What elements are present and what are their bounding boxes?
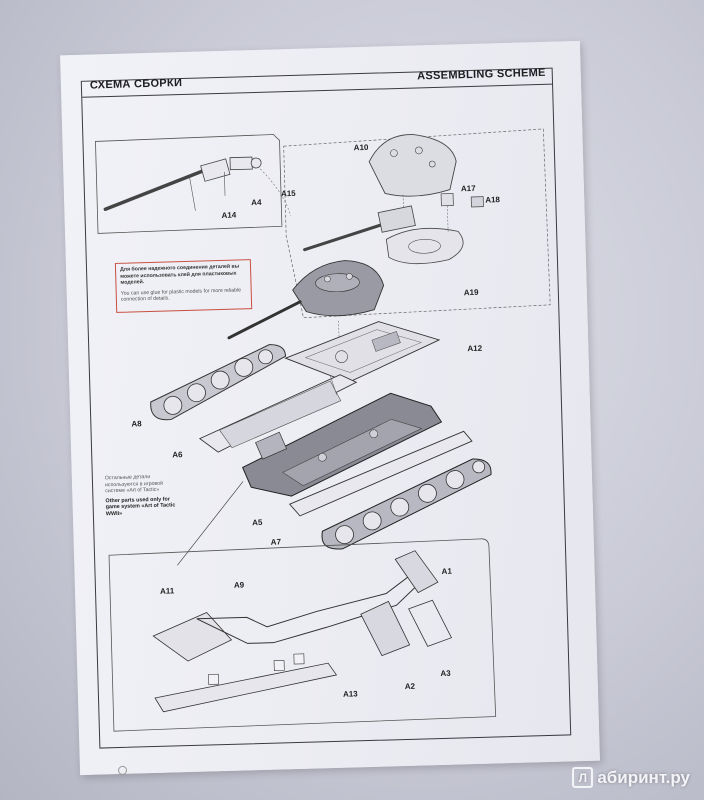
part-label-a2: A2 <box>405 682 416 691</box>
right-track <box>321 458 492 550</box>
part-label-a12: A12 <box>467 344 482 353</box>
site-watermark: Л абиринт.ру <box>572 767 690 788</box>
part-label-a6: A6 <box>172 450 183 459</box>
left-fender <box>198 374 358 453</box>
right-fender <box>288 430 473 517</box>
glue-note-english: You can use glue for plastic models for … <box>120 287 242 304</box>
part-label-a9: A9 <box>234 580 245 589</box>
other-parts-note-english: Other parts used only for game system «A… <box>105 496 176 518</box>
turret-top-part <box>368 134 457 197</box>
part-label-a13: A13 <box>343 689 358 698</box>
labirint-logo-icon: Л <box>572 767 594 788</box>
part-label-a4: A4 <box>251 198 262 207</box>
instruction-sheet: СХЕМА СБОРКИ ASSEMBLING SCHEME <box>60 40 600 776</box>
sprue-box <box>108 538 497 732</box>
part-label-a7: A7 <box>271 537 282 546</box>
page-corner-mark <box>117 765 128 776</box>
step-turret-assembly <box>283 128 551 319</box>
turret-main <box>227 260 385 353</box>
deck-plate <box>284 321 441 383</box>
part-label-a1: A1 <box>441 567 452 576</box>
other-parts-note-russian: Остальные детали используются в игровой … <box>104 474 164 495</box>
other-parts-note: Остальные детали используются в игровой … <box>105 473 182 518</box>
part-label-a19: A19 <box>464 288 479 297</box>
assembly-drawing: A14 A4 A15 A10 A17 A18 A19 A12 A8 A6 A5 … <box>95 128 551 732</box>
glue-note-russian: Для более надежного соединения деталей в… <box>119 263 240 286</box>
part-label-a18: A18 <box>485 195 500 204</box>
watermark-text: абиринт.ру <box>597 767 690 787</box>
part-label-a5: A5 <box>252 518 263 527</box>
part-label-a3: A3 <box>440 669 451 678</box>
part-label-a8: A8 <box>131 419 142 428</box>
left-track <box>150 344 287 421</box>
assembly-frame: СХЕМА СБОРКИ ASSEMBLING SCHEME <box>80 67 572 749</box>
step-gun-barrel <box>95 134 291 234</box>
turret-ring <box>385 227 464 264</box>
glue-note: Для более надежного соединения деталей в… <box>114 259 253 313</box>
part-label-a11: A11 <box>160 586 175 595</box>
part-label-a10: A10 <box>354 143 369 152</box>
hull-lower <box>241 392 443 497</box>
part-label-a17: A17 <box>461 184 476 193</box>
part-label-a15: A15 <box>281 189 296 198</box>
part-label-a14: A14 <box>221 211 236 220</box>
